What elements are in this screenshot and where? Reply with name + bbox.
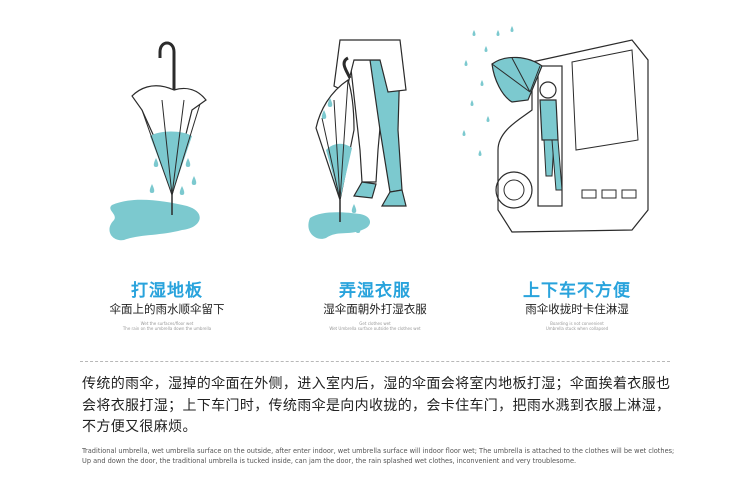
panel-fine-print-2: Umbrella stuck when collapsed xyxy=(545,326,609,331)
panel-wet-floor: 打湿地板 伞面上的雨水顺伞留下 Wet the surfaces/floor w… xyxy=(42,0,292,340)
panel-fine-print-2: Wet Umbrella surface outside the clothes… xyxy=(329,326,421,331)
person-holding-wet-umbrella-icon xyxy=(308,39,407,239)
panel-subtitle: 伞面上的雨水顺伞留下 xyxy=(109,302,225,316)
panel-fine-print-1: Get clothes wet xyxy=(359,321,391,326)
panel-fine-print-1: Wet the surfaces/floor wet xyxy=(140,321,194,326)
panel-title: 打湿地板 xyxy=(131,281,203,301)
panel-title: 弄湿衣服 xyxy=(339,281,411,301)
panel-title: 上下车不方便 xyxy=(523,281,631,301)
panel-fine-print-2: The rain on the umbrella down the umbrel… xyxy=(122,326,212,331)
panel-subtitle: 雨伞收拢时卡住淋湿 xyxy=(525,302,629,316)
description-english: Traditional umbrella, wet umbrella surfa… xyxy=(82,447,675,465)
section-divider xyxy=(80,361,670,362)
person-boarding-bus-icon xyxy=(462,26,649,233)
panel-wet-clothes: 弄湿衣服 湿伞面朝外打湿衣服 Get clothes wet Wet Umbre… xyxy=(250,0,500,340)
panel-boarding: 上下车不方便 雨伞收拢时卡住淋湿 Boarding is not conveni… xyxy=(452,0,702,340)
panel-subtitle: 湿伞面朝外打湿衣服 xyxy=(323,302,427,316)
description-chinese: 传统的雨伞，湿掉的伞面在外侧，进入室内后，湿的伞面会将室内地板打湿；伞面挨着衣服… xyxy=(82,376,671,435)
closed-umbrella-dripping-icon xyxy=(109,41,207,241)
panel-fine-print-1: Boarding is not convenient xyxy=(550,321,604,326)
